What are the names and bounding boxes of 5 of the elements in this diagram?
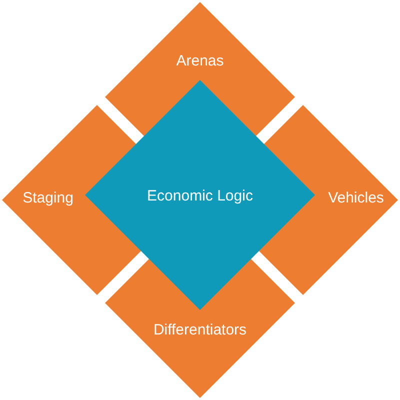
diamond-label: Economic Logic xyxy=(147,188,253,204)
diamond-label: Arenas xyxy=(176,52,224,70)
diamond-label: Staging xyxy=(22,190,74,206)
diamond-label: Vehicles xyxy=(328,190,384,206)
diamond-label: Differentiators xyxy=(153,322,247,338)
